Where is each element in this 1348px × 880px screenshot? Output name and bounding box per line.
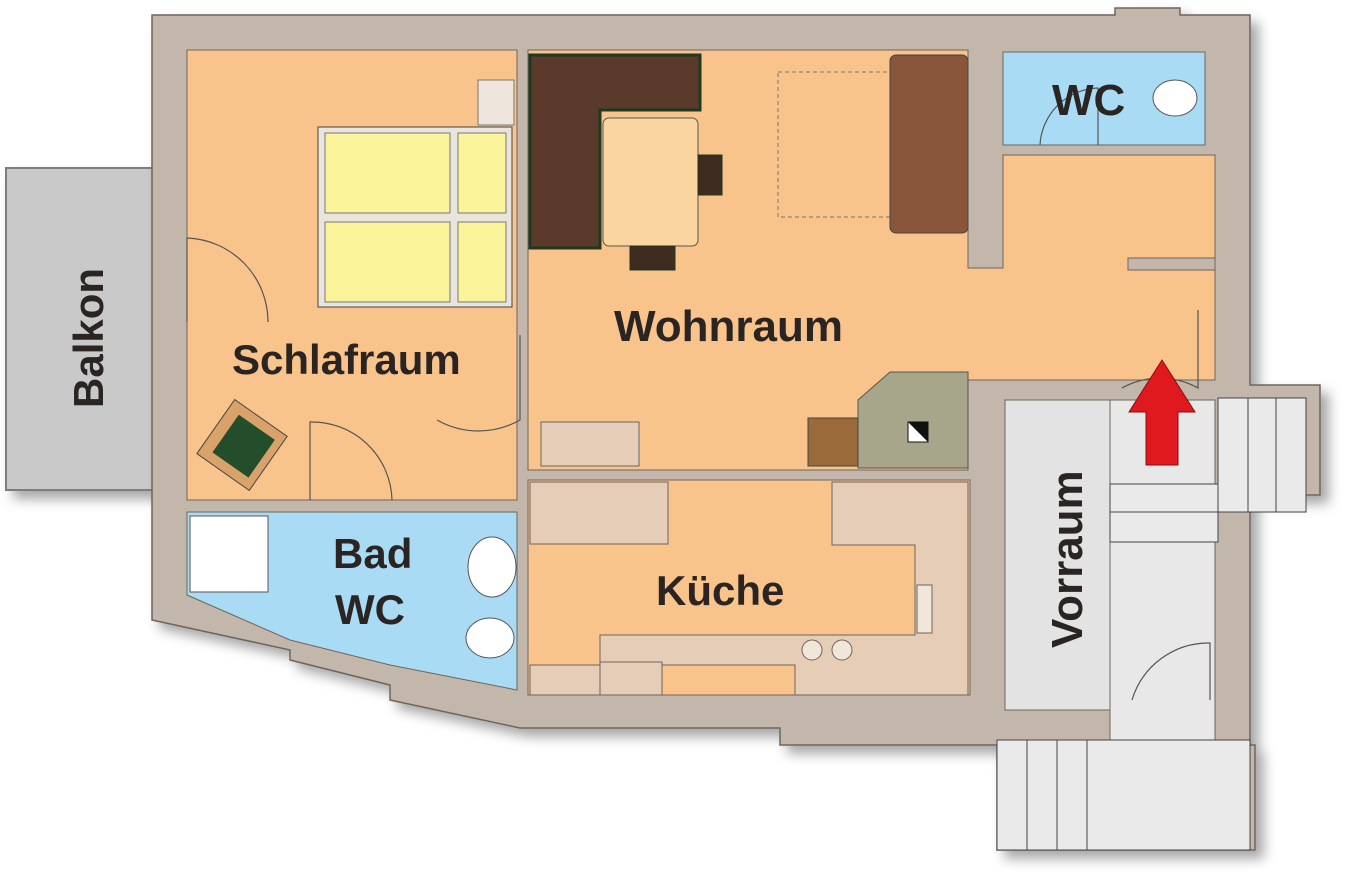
sink <box>467 536 517 598</box>
armchair <box>196 398 288 492</box>
label-bad-wc: WC <box>335 586 405 633</box>
double-bed <box>317 126 513 308</box>
corner-bench <box>528 53 723 271</box>
label-bad: Bad <box>333 530 412 577</box>
label-balkon: Balkon <box>65 268 112 408</box>
toilet-wc <box>1152 79 1198 117</box>
tiled-stove <box>807 371 969 469</box>
kitchen-counters <box>529 481 969 696</box>
doors <box>186 87 1211 701</box>
shower <box>189 515 269 593</box>
nightstand <box>477 79 515 126</box>
room-vorraum <box>1004 399 1111 711</box>
bench-small <box>540 421 640 467</box>
sofa <box>889 54 969 234</box>
label-wc: WC <box>1052 76 1125 125</box>
label-wohnraum: Wohnraum <box>614 302 843 351</box>
toilet <box>465 617 515 659</box>
label-kueche: Küche <box>656 567 784 614</box>
entrance-arrow-icon <box>1128 359 1196 466</box>
balcony <box>5 167 157 491</box>
room-bad-wc <box>186 511 518 691</box>
label-schlafraum: Schlafraum <box>232 336 461 383</box>
stairs <box>996 397 1307 851</box>
label-vorraum: Vorraum <box>1043 470 1092 648</box>
